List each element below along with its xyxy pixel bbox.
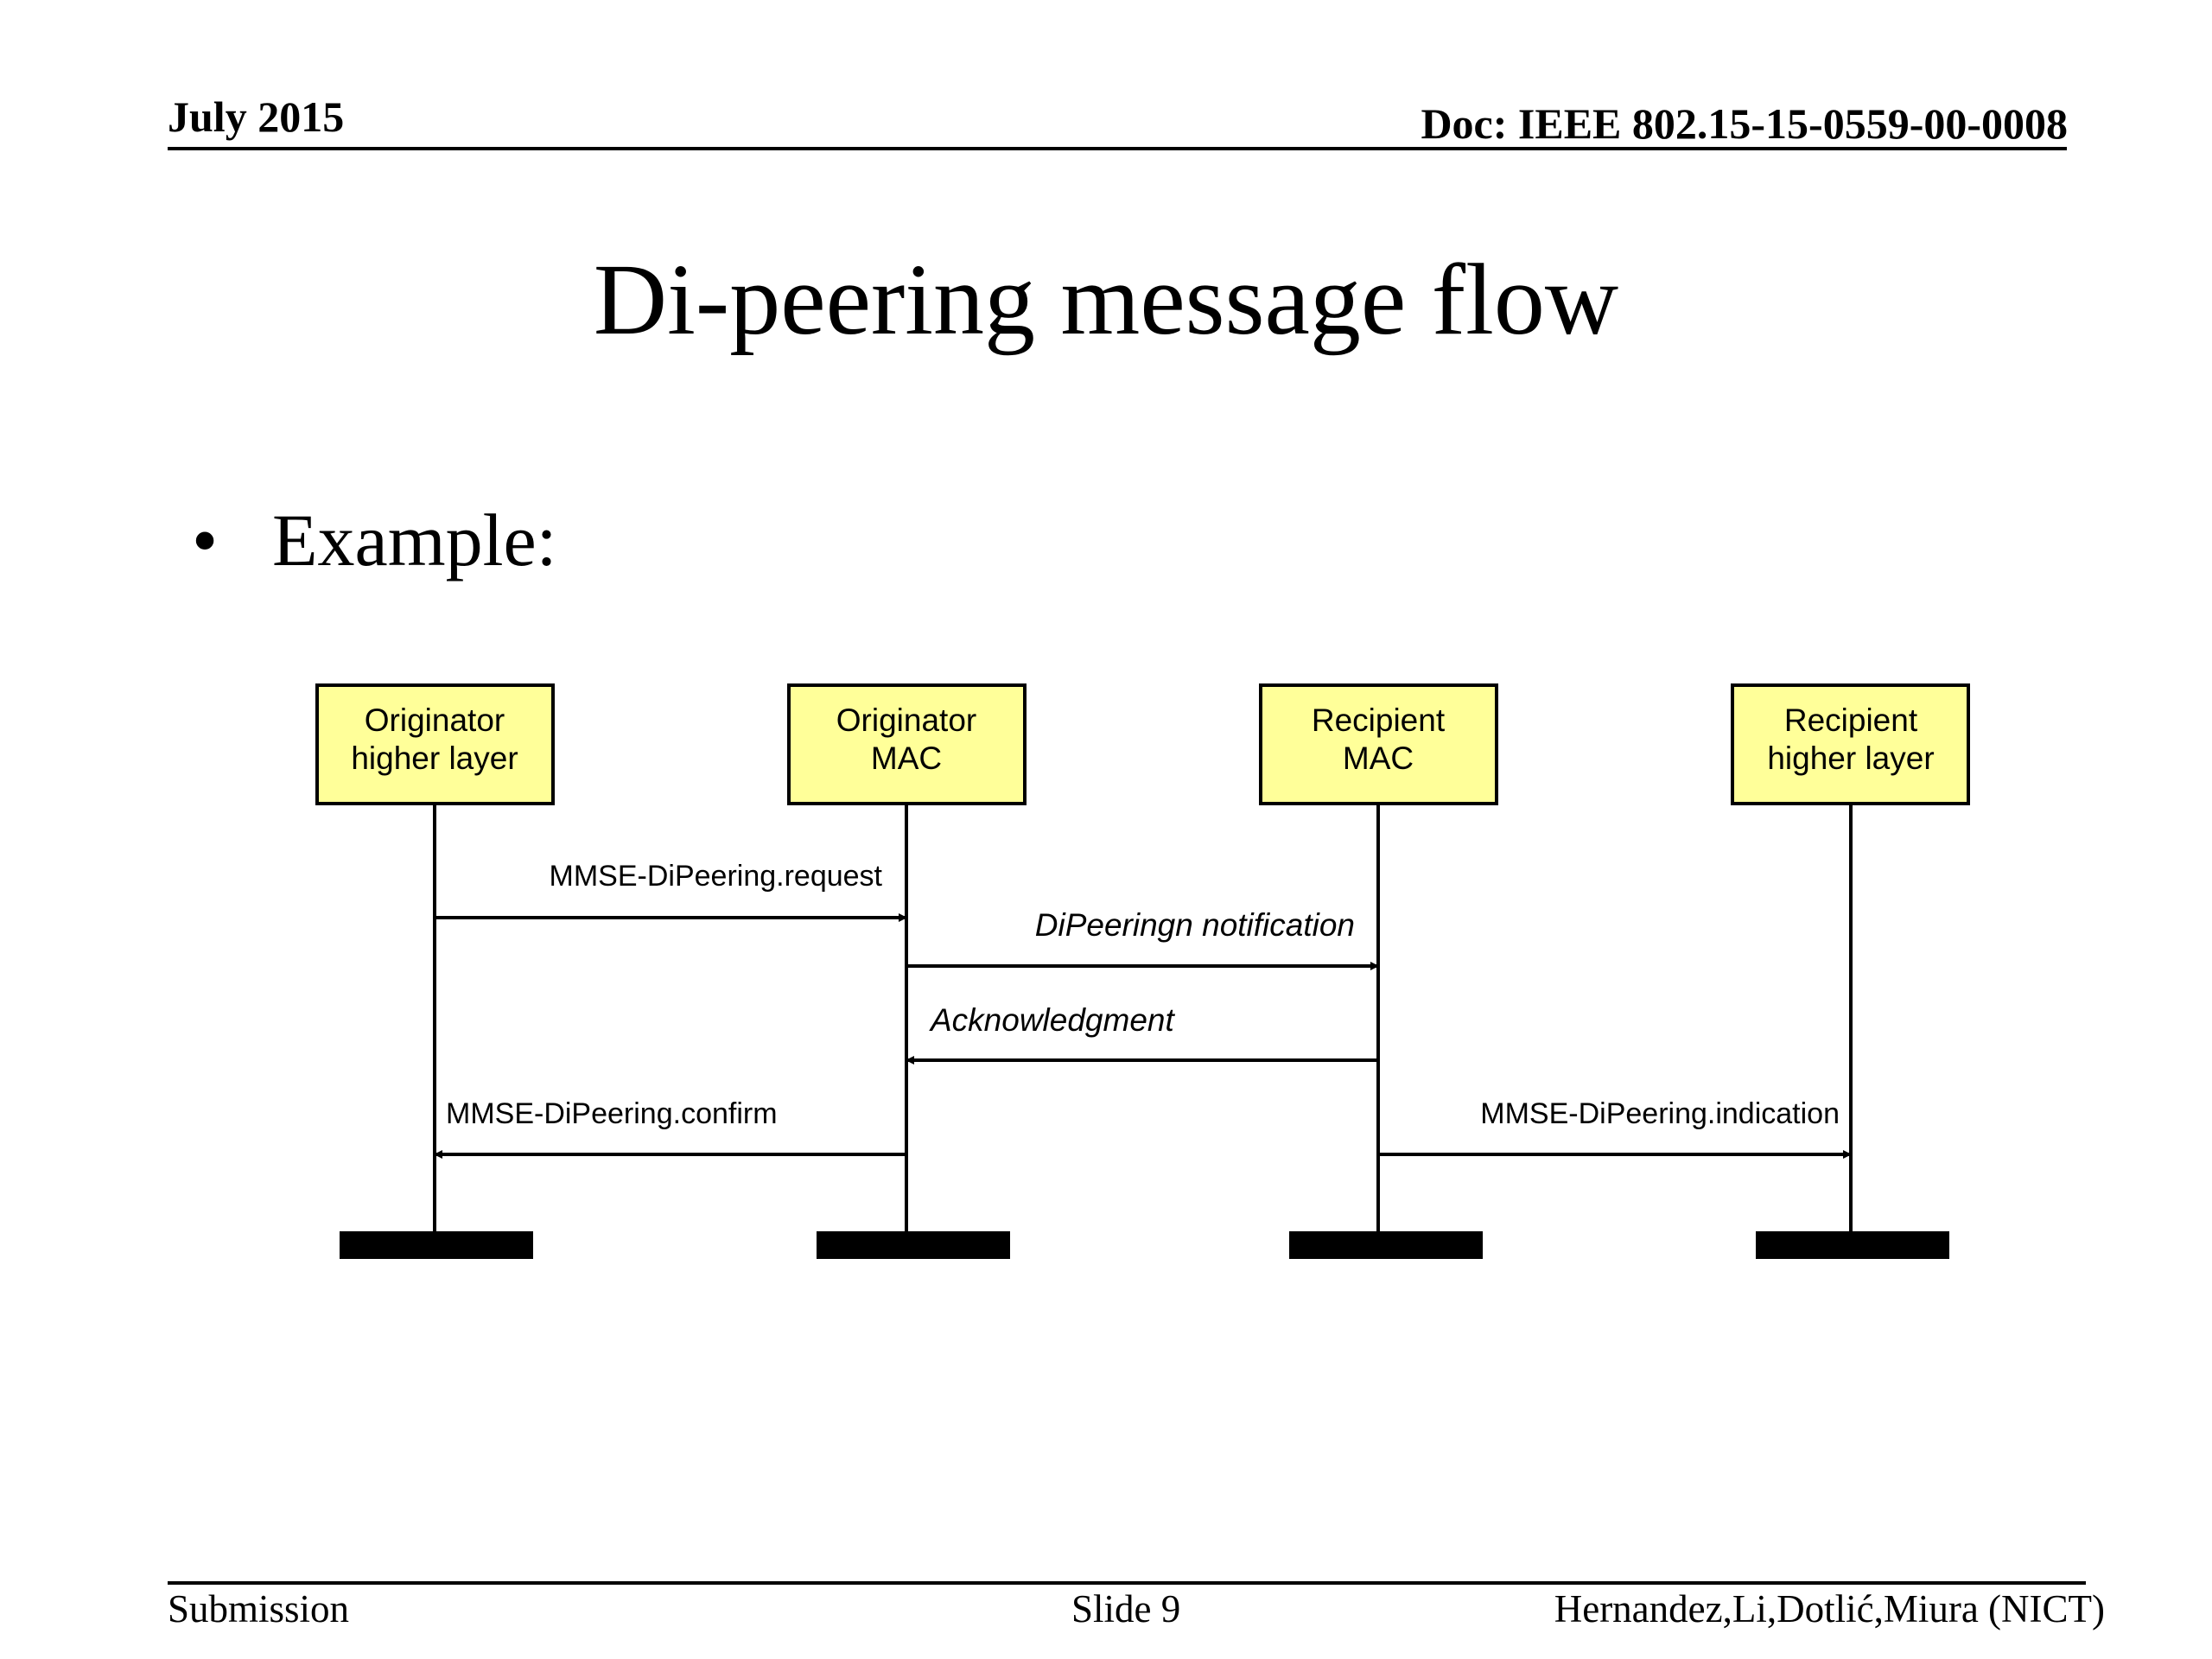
footer-slide-number: Slide 9 <box>1071 1587 1181 1630</box>
participant-2: Recipient MAC <box>1259 683 1498 1259</box>
participant-3: Recipient higher layer <box>1731 683 1970 1259</box>
lifeline-end-0 <box>340 1231 533 1259</box>
participant-2-line1: Recipient <box>1312 702 1446 738</box>
participant-1-line1: Originator <box>836 702 976 738</box>
participant-0-line2: higher layer <box>351 741 518 776</box>
slide-title: Di-peering message flow <box>593 243 1619 356</box>
bullet-marker: • <box>192 499 219 582</box>
header-doc-id: Doc: IEEE 802.15-15-0559-00-0008 <box>1421 99 2068 148</box>
message-2-label: Acknowledgment <box>929 1002 1175 1038</box>
message-1: DiPeeringn notification <box>906 907 1379 970</box>
participant-1: Originator MAC <box>787 683 1027 1259</box>
lifeline-end-1 <box>817 1231 1010 1259</box>
header-rule <box>168 147 2067 150</box>
message-1-label: DiPeeringn notification <box>1035 907 1355 943</box>
footer-rule <box>168 1581 2086 1585</box>
participant-box-0 <box>315 683 555 805</box>
participant-box-3 <box>1731 683 1970 805</box>
participant-0-line1: Originator <box>365 702 505 738</box>
participant-3-line2: higher layer <box>1767 741 1934 776</box>
participant-3-line1: Recipient <box>1784 702 1918 738</box>
message-2: Acknowledgment <box>906 1002 1378 1065</box>
message-4-label: MMSE-DiPeering.indication <box>1480 1097 1840 1130</box>
footer-submission: Submission <box>168 1587 350 1630</box>
header-date: July 2015 <box>168 92 345 141</box>
lifeline-end-2 <box>1289 1231 1483 1259</box>
footer-authors: Hernandez,Li,Dotlić,Miura (NICT) <box>1554 1587 2105 1630</box>
participant-1-line2: MAC <box>871 741 942 776</box>
participant-box-2 <box>1259 683 1498 805</box>
message-0-label: MMSE-DiPeering.request <box>550 860 883 893</box>
participant-2-line2: MAC <box>1343 741 1414 776</box>
lifeline-end-3 <box>1756 1231 1949 1259</box>
message-3-label: MMSE-DiPeering.confirm <box>446 1097 778 1130</box>
message-0: MMSE-DiPeering.request <box>435 860 907 922</box>
participant-box-1 <box>787 683 1027 805</box>
participant-0: Originator higher layer <box>315 683 555 1259</box>
bullet-text: Example: <box>272 499 557 582</box>
message-4: MMSE-DiPeering.indication <box>1378 1097 1852 1159</box>
message-3: MMSE-DiPeering.confirm <box>434 1097 906 1159</box>
